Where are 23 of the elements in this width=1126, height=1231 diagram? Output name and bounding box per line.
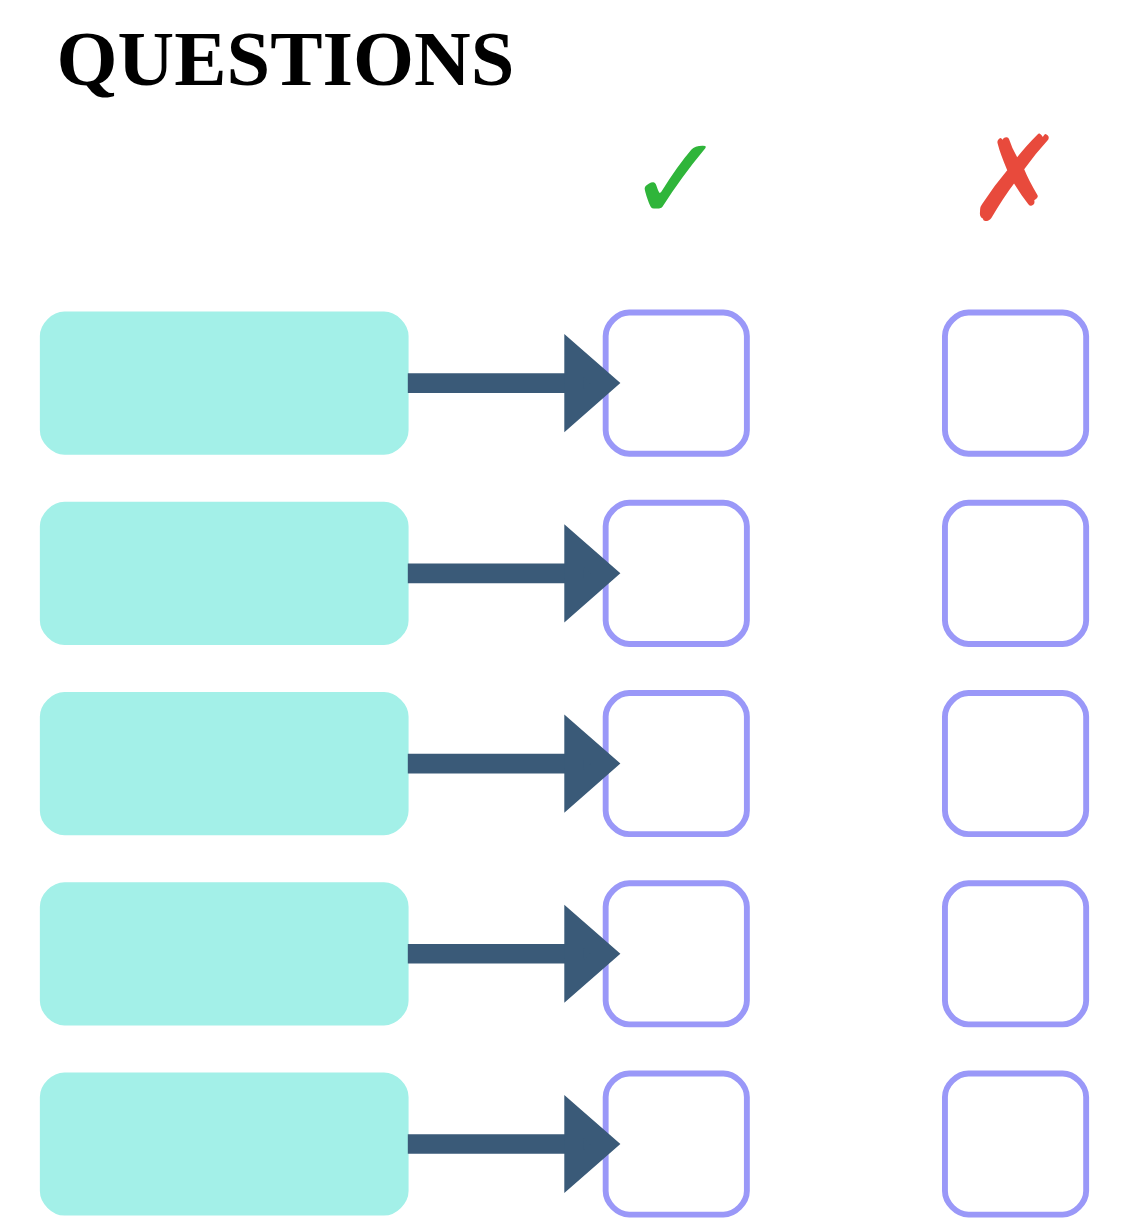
- node-box: [602, 690, 750, 838]
- arrow: [407, 1094, 620, 1194]
- arrow: [407, 334, 620, 433]
- node-box: [941, 499, 1089, 647]
- diagram-title: QUESTIONS: [56, 15, 514, 102]
- label: ✓: [626, 113, 726, 246]
- node-box: [39, 882, 409, 1026]
- node-box: [39, 501, 409, 645]
- node-box: [602, 880, 750, 1028]
- node-box: [39, 692, 409, 836]
- node-box: [39, 1072, 409, 1216]
- label: ✗: [965, 113, 1065, 246]
- node-box: [39, 311, 409, 455]
- node-box: [941, 880, 1089, 1028]
- arrow: [407, 714, 620, 813]
- node-box: [941, 690, 1089, 838]
- arrow: [407, 524, 620, 623]
- node-box: [602, 1070, 750, 1218]
- node-box: [941, 1070, 1089, 1218]
- arrow: [407, 904, 620, 1003]
- node-box: [602, 499, 750, 647]
- node-box: [941, 309, 1089, 457]
- node-box: [602, 309, 750, 457]
